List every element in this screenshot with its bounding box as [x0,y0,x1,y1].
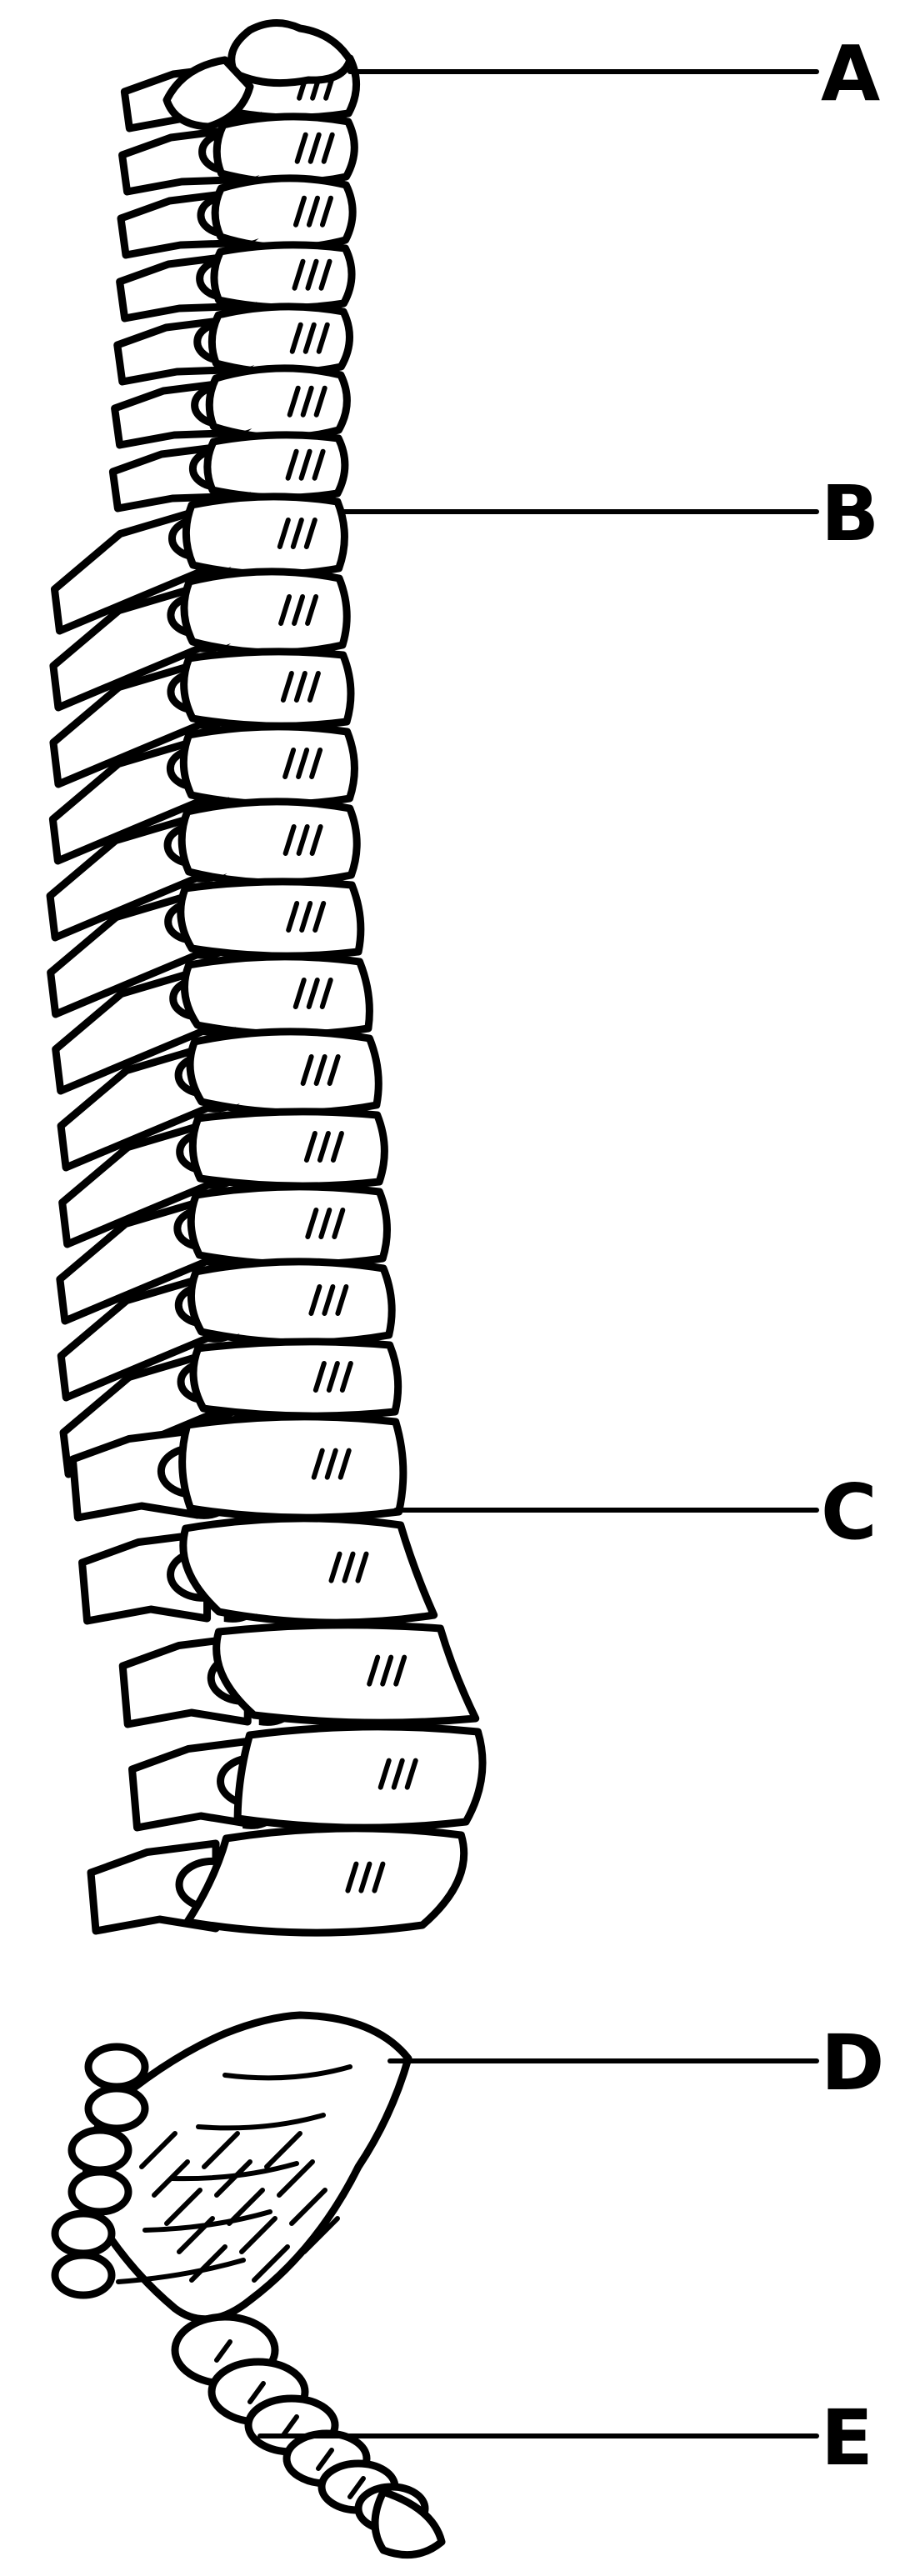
vertebra-body [184,957,369,1034]
vertebra-body [208,435,345,498]
sacral-crest [72,2172,128,2212]
vertebra-body [191,1262,392,1343]
vertebra-body [209,368,347,438]
label-a: A [821,29,880,118]
vertebra-body [217,117,354,183]
vertebra-body [186,497,344,574]
sacral-crest [55,2213,112,2253]
vertebra-body [184,572,347,653]
label-e: E [821,2393,873,2483]
vertebra-body [182,802,357,883]
sacral-crest [88,2047,145,2087]
vertebra-body [215,178,352,248]
vertebra-body [193,1342,398,1416]
vertebra-body [212,307,349,373]
vertebra-body [184,652,351,726]
sacral-crest [88,2088,145,2128]
labels: A B C D E [821,29,884,2483]
label-c: C [821,1468,878,1557]
coccyx-tip [375,2492,442,2555]
vertebra-body [188,1828,464,1933]
vertebra-body [181,882,361,956]
vertebra-body [182,1417,403,1518]
vertebra-body [183,1518,434,1623]
vertebra-body [192,1112,384,1186]
sacral-crest [55,2255,112,2295]
vertebra-body [190,1032,378,1113]
vertebra-body [183,727,354,804]
atlas [232,23,350,83]
vertebra-body [217,1625,476,1723]
sacral-crest [72,2130,128,2170]
vertebra-body [191,1187,387,1264]
vertebra-body [238,1727,482,1828]
vertebra-body [214,245,352,308]
label-d: D [821,2018,884,2108]
vertebral-column [50,23,482,2554]
label-b: B [821,469,879,558]
